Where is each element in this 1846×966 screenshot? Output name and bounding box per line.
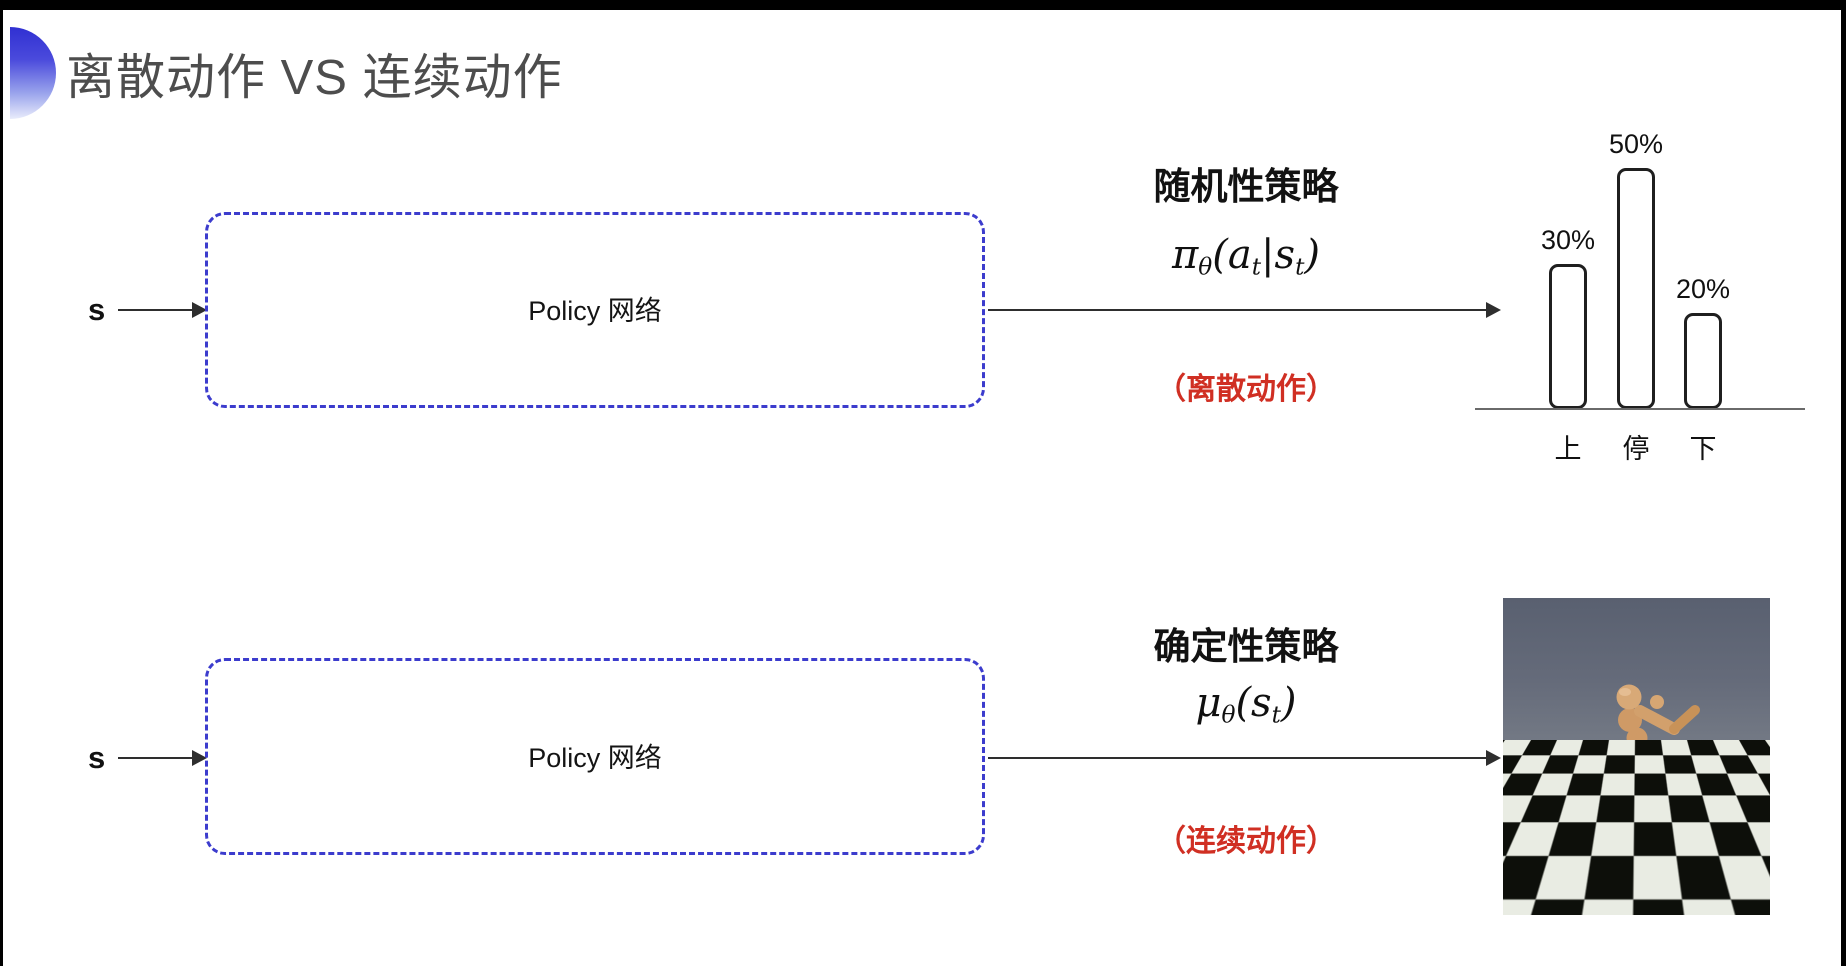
humanoid-robot [1592,684,1700,841]
bar-chart-axis [1475,408,1805,410]
top-state-input-label: s [88,292,106,327]
chart-category-label: 上 [1554,434,1582,464]
top-output-arrow-head [1486,302,1501,318]
top-output-arrow-line [988,309,1488,311]
bottom-policy-formula: μθ(st) [1195,680,1297,729]
top-input-arrow-line [118,309,194,311]
chart-bar [1617,168,1655,409]
humanoid-robot-figure [1517,684,1700,908]
top-action-type-note: （离散动作） [1156,373,1336,406]
bottom-policy-network-box: Policy 网络 [205,658,985,855]
chart-bar-value-label: 30% [1540,225,1596,255]
sim-shadow-and-reflection [1517,839,1681,908]
chart-bar [1549,264,1587,409]
bottom-state-input-label: s [88,740,106,775]
bottom-output-arrow-head [1486,750,1501,766]
top-input-arrow-head [192,302,207,318]
humanoid-simulation-image [1503,598,1770,915]
top-policy-type-title: 随机性策略 [1153,166,1339,207]
bullet-gradient-disc-icon [10,27,56,119]
chart-bar-value-label: 20% [1675,274,1731,304]
bottom-policy-network-label: Policy 网络 [528,742,662,773]
bottom-input-arrow-line [118,757,194,759]
chart-category-label: 停 [1622,434,1650,464]
bar-chart-plot: 30% 50% 20% [1470,95,1820,409]
frame-border-left [0,0,3,966]
chart-bar-value-label: 50% [1608,129,1664,159]
frame-border-right [1841,0,1846,966]
bottom-output-arrow-line [988,757,1488,759]
top-policy-network-box: Policy 网络 [205,212,985,408]
top-policy-network-label: Policy 网络 [528,295,662,326]
chart-category-label: 下 [1689,434,1717,464]
bar-chart: 30% 50% 20% 上 停 下 [1470,95,1820,465]
bottom-policy-type-title: 确定性策略 [1153,626,1339,667]
page-title: 离散动作 VS 连续动作 [66,51,563,105]
frame-border-top [0,0,1846,10]
bottom-input-arrow-head [192,750,207,766]
bottom-action-type-note: （连续动作） [1156,825,1336,858]
top-policy-formula: πθ(at|st) [1171,232,1320,281]
chart-bar [1684,313,1722,409]
title-bullet-halfdisc [10,27,58,119]
